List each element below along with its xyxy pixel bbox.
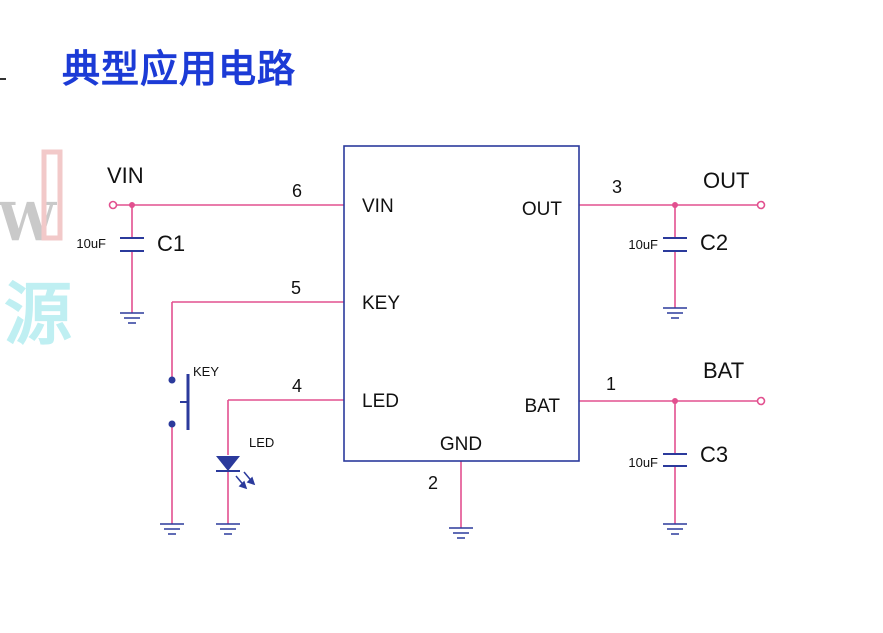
switch-contact-bottom	[168, 420, 176, 428]
terminal-out	[756, 200, 766, 210]
pin-name-key: KEY	[362, 293, 400, 314]
terminal-bat	[756, 396, 766, 406]
terminal-label-out: OUT	[703, 168, 749, 193]
pin-name-gnd: GND	[440, 434, 482, 455]
pin-number-3: 3	[612, 177, 622, 197]
led-label: LED	[249, 435, 274, 450]
c3-ref: C3	[700, 442, 728, 467]
led-light-arrows	[235, 471, 256, 490]
pin-name-bat: BAT	[524, 396, 560, 417]
wires	[116, 204, 758, 528]
ground-c2	[663, 307, 687, 319]
ground-symbols	[120, 307, 687, 539]
switch-contact-top	[168, 376, 176, 384]
page-title: 典型应用电路	[62, 47, 297, 91]
led-arrowhead-1	[238, 480, 248, 490]
led-arrowhead-2	[246, 476, 256, 486]
key-switch-label: KEY	[193, 364, 219, 379]
ground-chip	[449, 527, 473, 539]
c3-value: 10uF	[628, 455, 658, 470]
junction-c1	[129, 202, 135, 208]
c1-ref: C1	[157, 231, 185, 256]
junction-c2	[672, 202, 678, 208]
led-triangle	[216, 456, 240, 471]
junction-c3	[672, 398, 678, 404]
watermark-text-1: W	[0, 192, 58, 253]
watermark-text-2: 源	[4, 275, 72, 355]
edge-mark	[0, 78, 6, 80]
watermark-shape	[41, 149, 63, 241]
ic-chip	[343, 145, 580, 462]
pin-name-vin: VIN	[362, 196, 394, 217]
pin-name-led: LED	[362, 391, 399, 412]
ground-key	[160, 523, 184, 535]
pin-number-2: 2	[428, 473, 438, 493]
ground-led	[216, 523, 240, 535]
terminals	[108, 200, 766, 406]
ground-c1	[120, 312, 144, 324]
key-switch	[168, 374, 190, 430]
c1-value: 10uF	[76, 236, 106, 251]
capacitors	[120, 237, 687, 467]
c2-value: 10uF	[628, 237, 658, 252]
terminal-label-bat: BAT	[703, 358, 744, 383]
terminal-label-vin: VIN	[107, 163, 144, 188]
junctions	[129, 202, 678, 404]
pin-number-1: 1	[606, 374, 616, 394]
pin-number-6: 6	[292, 181, 302, 201]
pin-name-out: OUT	[522, 199, 563, 220]
led-diode	[216, 456, 256, 490]
ground-c3	[663, 523, 687, 535]
pin-number-4: 4	[292, 376, 302, 396]
c2-ref: C2	[700, 230, 728, 255]
pin-number-5: 5	[291, 278, 301, 298]
terminal-vin	[108, 200, 118, 210]
